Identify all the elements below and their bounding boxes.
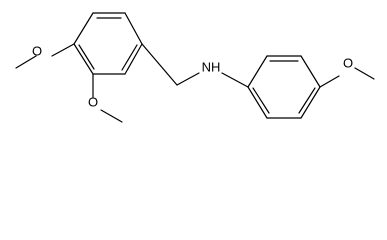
bond xyxy=(141,43,178,86)
double-bond-inner xyxy=(298,87,316,114)
bond xyxy=(247,55,268,88)
oxygen-label: O xyxy=(32,43,42,58)
bond xyxy=(247,86,268,119)
bond xyxy=(73,43,94,75)
bond xyxy=(15,55,37,69)
double-bond-inner xyxy=(121,44,138,71)
bond xyxy=(73,12,94,45)
amine-label: NH xyxy=(202,59,221,74)
bond xyxy=(176,72,200,86)
bond xyxy=(124,12,143,45)
bond xyxy=(354,67,375,80)
bond xyxy=(51,43,75,57)
bond xyxy=(300,86,321,119)
bond xyxy=(300,55,321,88)
bond xyxy=(221,72,249,88)
bonds xyxy=(15,12,375,123)
oxygen-label: O xyxy=(343,55,353,70)
oxygen-label: O xyxy=(88,94,98,109)
double-bond-inner xyxy=(252,87,270,114)
atom-labels: O O NH O xyxy=(32,43,353,109)
structure-diagram: O O NH O xyxy=(15,12,375,123)
bond xyxy=(100,109,123,123)
double-bond-inner xyxy=(78,44,95,70)
bond xyxy=(319,75,340,88)
bond xyxy=(124,43,143,75)
